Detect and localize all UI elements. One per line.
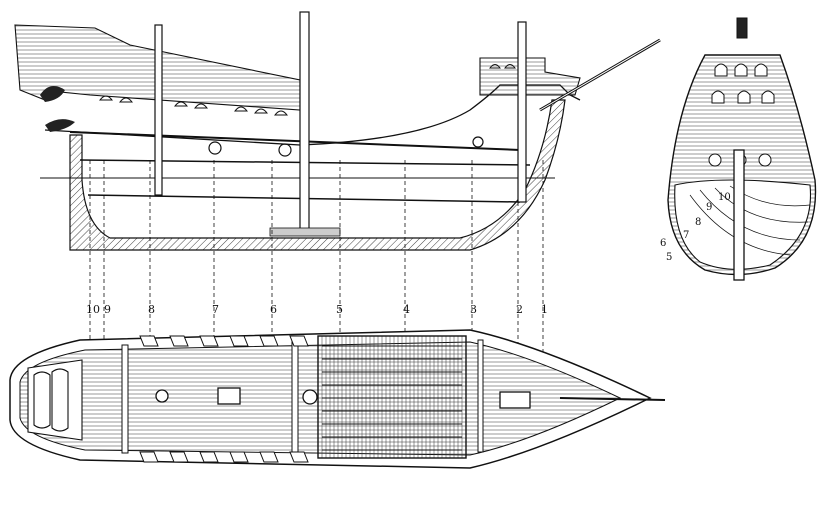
plan-view: [9, 329, 666, 469]
section-label: 3: [470, 303, 477, 316]
section-label: 8: [148, 303, 155, 316]
stern-label: 8: [695, 217, 701, 228]
waist-grating: [317, 335, 467, 459]
section-label: 9: [104, 303, 111, 316]
section-label: 4: [403, 303, 410, 316]
forecastle: [479, 57, 581, 96]
section-label: 7: [212, 303, 219, 316]
hatch: [499, 391, 531, 409]
section-label: 5: [336, 303, 343, 316]
gun-carriage: [199, 335, 219, 347]
gun-carriage: [259, 335, 279, 347]
gunports-side: [98, 64, 516, 116]
gun-carriages: [139, 335, 309, 463]
section-label: 10: [86, 303, 100, 316]
gun-carriage: [259, 451, 279, 463]
capstan: [155, 389, 169, 403]
upper-deck: [69, 131, 521, 151]
bowsprit-plan: [559, 397, 666, 401]
section-lines: [89, 160, 544, 360]
gun-carriage: [199, 451, 219, 463]
gun-carriage: [229, 335, 249, 347]
stern-ornament: [45, 119, 75, 132]
stern-view: 5 6 7 8 9 10: [660, 17, 817, 281]
stern-label: 9: [706, 202, 712, 213]
gun-carriage: [139, 335, 159, 347]
stern-label: 10: [718, 192, 731, 203]
gun-carriage: [289, 451, 309, 463]
bulkhead: [121, 344, 129, 454]
cannon-side: [278, 143, 292, 157]
gun-carriage: [289, 335, 309, 347]
gun-carriage: [169, 451, 189, 463]
gun-carriage: [139, 451, 159, 463]
stern-lantern: [736, 17, 748, 39]
mast-step: [302, 389, 318, 405]
grating-bars: [322, 345, 462, 451]
gun-carriage: [169, 335, 189, 347]
stern-label: 7: [683, 230, 689, 241]
stern-label: 5: [666, 252, 672, 263]
gun-carriage: [229, 451, 249, 463]
bowsprit-outline: [539, 39, 661, 111]
rudder: [733, 149, 745, 281]
keelson: [269, 227, 341, 237]
stern-label: 6: [660, 238, 666, 249]
section-label: 6: [270, 303, 277, 316]
section-label: 2: [516, 303, 523, 316]
section-label-group: 10 9 8 7 6 5 4 3 2 1: [86, 303, 548, 316]
hull-bottom: [69, 99, 566, 251]
cannon-side: [208, 141, 222, 155]
main-mast: [299, 11, 310, 233]
fore-mast: [517, 21, 527, 203]
cannon-side: [472, 136, 484, 148]
mizzen-mast: [154, 24, 163, 196]
side-elevation: [14, 11, 661, 251]
stern-cabin: [27, 359, 83, 441]
hatch: [217, 387, 241, 405]
bulkhead: [477, 339, 484, 453]
stern-ornament: [40, 86, 65, 102]
bulkhead: [291, 337, 299, 457]
section-label: 1: [541, 303, 548, 316]
